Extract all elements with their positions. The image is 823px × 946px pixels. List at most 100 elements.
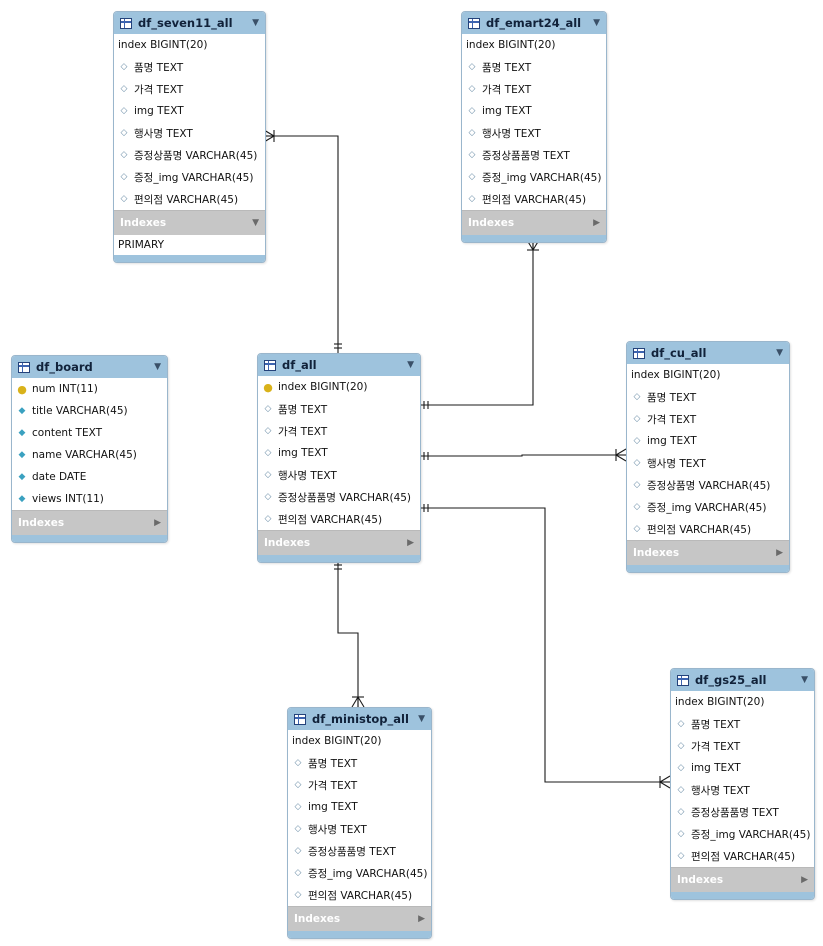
index-item[interactable]: PRIMARY bbox=[118, 239, 165, 251]
collapsed-triangle-icon[interactable]: ▶ bbox=[801, 875, 808, 885]
table-df-ministop-all[interactable]: df_ministop_all▼index BIGINT(20)◇품명 TEXT… bbox=[287, 707, 432, 939]
nullable-column-icon: ◇ bbox=[468, 150, 476, 160]
table-df-all[interactable]: df_all▼●index BIGINT(20)◇품명 TEXT◇가격 TEXT… bbox=[257, 353, 421, 563]
indexes-section-header[interactable]: Indexes▶ bbox=[288, 906, 431, 931]
column-row[interactable]: ◇행사명 TEXT bbox=[462, 122, 606, 144]
table-header[interactable]: df_cu_all▼ bbox=[627, 342, 789, 364]
column-row[interactable]: ◇증정_img VARCHAR(45) bbox=[627, 496, 789, 518]
column-row[interactable]: ◇증정_img VARCHAR(45) bbox=[288, 862, 431, 884]
indexes-section-header[interactable]: Indexes▶ bbox=[627, 540, 789, 565]
column-row[interactable]: index BIGINT(20) bbox=[288, 730, 431, 752]
column-row[interactable]: ◇img TEXT bbox=[114, 100, 265, 122]
nullable-column-icon: ◇ bbox=[468, 106, 476, 116]
column-row[interactable]: ◇가격 TEXT bbox=[114, 78, 265, 100]
column-label: 편의점 VARCHAR(45) bbox=[134, 193, 239, 206]
indexes-section-header[interactable]: Indexes▼ bbox=[114, 210, 265, 235]
nullable-column-icon: ◇ bbox=[120, 172, 128, 182]
table-df-cu-all[interactable]: df_cu_all▼index BIGINT(20)◇품명 TEXT◇가격 TE… bbox=[626, 341, 790, 573]
collapse-triangle-icon[interactable]: ▼ bbox=[593, 18, 600, 28]
column-row[interactable]: ◆date DATE bbox=[12, 466, 167, 488]
table-header[interactable]: df_seven11_all▼ bbox=[114, 12, 265, 34]
table-df-emart24-all[interactable]: df_emart24_all▼index BIGINT(20)◇품명 TEXT◇… bbox=[461, 11, 607, 243]
column-row[interactable]: ◇가격 TEXT bbox=[288, 774, 431, 796]
column-row[interactable]: ●index BIGINT(20) bbox=[258, 376, 420, 398]
column-row[interactable]: ◇품명 TEXT bbox=[258, 398, 420, 420]
column-row[interactable]: ◇행사명 TEXT bbox=[288, 818, 431, 840]
table-df-seven11-all[interactable]: df_seven11_all▼index BIGINT(20)◇품명 TEXT◇… bbox=[113, 11, 266, 263]
collapsed-triangle-icon[interactable]: ▶ bbox=[593, 218, 600, 228]
column-row[interactable]: ◇증정상품명 VARCHAR(45) bbox=[114, 144, 265, 166]
column-row[interactable]: ◇증정_img VARCHAR(45) bbox=[114, 166, 265, 188]
column-row[interactable]: ◆title VARCHAR(45) bbox=[12, 400, 167, 422]
column-row[interactable]: ◇가격 TEXT bbox=[671, 735, 814, 757]
indexes-label: Indexes bbox=[468, 217, 515, 229]
column-row[interactable]: ◇편의점 VARCHAR(45) bbox=[288, 884, 431, 906]
column-row[interactable]: ◇img TEXT bbox=[671, 757, 814, 779]
collapsed-triangle-icon[interactable]: ▶ bbox=[418, 914, 425, 924]
column-row[interactable]: ●num INT(11) bbox=[12, 378, 167, 400]
column-row[interactable]: index BIGINT(20) bbox=[671, 691, 814, 713]
column-label: 증정상품품명 TEXT bbox=[308, 845, 396, 858]
table-df-board[interactable]: df_board▼●num INT(11)◆title VARCHAR(45)◆… bbox=[11, 355, 168, 543]
nullable-column-icon: ◇ bbox=[633, 524, 641, 534]
column-row[interactable]: ◇img TEXT bbox=[627, 430, 789, 452]
column-row[interactable]: ◇증정상품명 VARCHAR(45) bbox=[627, 474, 789, 496]
table-df-gs25-all[interactable]: df_gs25_all▼index BIGINT(20)◇품명 TEXT◇가격 … bbox=[670, 668, 815, 900]
collapse-triangle-icon[interactable]: ▼ bbox=[418, 714, 425, 724]
column-row[interactable]: ◇편의점 VARCHAR(45) bbox=[627, 518, 789, 540]
nullable-column-icon: ◇ bbox=[633, 436, 641, 446]
table-header[interactable]: df_board▼ bbox=[12, 356, 167, 378]
collapsed-triangle-icon[interactable]: ▶ bbox=[407, 538, 414, 548]
column-row[interactable]: ◇행사명 TEXT bbox=[627, 452, 789, 474]
column-row[interactable]: ◇품명 TEXT bbox=[627, 386, 789, 408]
column-row[interactable]: ◇증정상품품명 TEXT bbox=[462, 144, 606, 166]
indexes-section-header[interactable]: Indexes▶ bbox=[258, 530, 420, 555]
table-header[interactable]: df_gs25_all▼ bbox=[671, 669, 814, 691]
column-label: 편의점 VARCHAR(45) bbox=[482, 193, 587, 206]
column-row[interactable]: ◇행사명 TEXT bbox=[258, 464, 420, 486]
nullable-column-icon: ◇ bbox=[264, 514, 272, 524]
column-row[interactable]: ◆name VARCHAR(45) bbox=[12, 444, 167, 466]
collapsed-triangle-icon[interactable]: ▶ bbox=[154, 518, 161, 528]
column-row[interactable]: ◇편의점 VARCHAR(45) bbox=[671, 845, 814, 867]
column-row[interactable]: ◇가격 TEXT bbox=[258, 420, 420, 442]
column-row[interactable]: ◇편의점 VARCHAR(45) bbox=[258, 508, 420, 530]
collapse-triangle-icon[interactable]: ▼ bbox=[407, 360, 414, 370]
column-row[interactable]: index BIGINT(20) bbox=[627, 364, 789, 386]
column-row[interactable]: ◇가격 TEXT bbox=[627, 408, 789, 430]
collapse-triangle-icon[interactable]: ▼ bbox=[776, 348, 783, 358]
column-row[interactable]: ◇증정상품품명 TEXT bbox=[288, 840, 431, 862]
indexes-section-header[interactable]: Indexes ▶ bbox=[462, 210, 606, 235]
column-row[interactable]: ◇품명 TEXT bbox=[462, 56, 606, 78]
column-row[interactable]: ◆views INT(11) bbox=[12, 488, 167, 510]
column-row[interactable]: ◇가격 TEXT bbox=[462, 78, 606, 100]
table-icon bbox=[633, 347, 645, 359]
column-row[interactable]: ◇증정_img VARCHAR(45) bbox=[671, 823, 814, 845]
column-row[interactable]: ◇품명 TEXT bbox=[114, 56, 265, 78]
column-row[interactable]: ◇편의점 VARCHAR(45) bbox=[114, 188, 265, 210]
collapse-triangle-icon[interactable]: ▼ bbox=[252, 18, 259, 28]
table-header[interactable]: df_ministop_all▼ bbox=[288, 708, 431, 730]
indexes-section-header[interactable]: Indexes▶ bbox=[671, 867, 814, 892]
collapsed-triangle-icon[interactable]: ▶ bbox=[776, 548, 783, 558]
column-row[interactable]: ◇행사명 TEXT bbox=[671, 779, 814, 801]
column-row[interactable]: ◇img TEXT bbox=[258, 442, 420, 464]
column-row[interactable]: ◇증정상품품명 TEXT bbox=[671, 801, 814, 823]
column-row[interactable]: ◇증정_img VARCHAR(45) bbox=[462, 166, 606, 188]
table-header[interactable]: df_emart24_all▼ bbox=[462, 12, 606, 34]
column-row[interactable]: ◇증정상품품명 VARCHAR(45) bbox=[258, 486, 420, 508]
column-row[interactable]: ◇편의점 VARCHAR(45) bbox=[462, 188, 606, 210]
column-row[interactable]: ◇img TEXT bbox=[462, 100, 606, 122]
column-row[interactable]: ◇품명 TEXT bbox=[288, 752, 431, 774]
column-row[interactable]: ◆content TEXT bbox=[12, 422, 167, 444]
collapse-triangle-icon[interactable]: ▼ bbox=[154, 362, 161, 372]
column-row[interactable]: ◇img TEXT bbox=[288, 796, 431, 818]
table-header[interactable]: df_all▼ bbox=[258, 354, 420, 376]
collapse-triangle-icon[interactable]: ▼ bbox=[801, 675, 808, 685]
column-row[interactable]: index BIGINT(20) bbox=[462, 34, 606, 56]
column-row[interactable]: ◇품명 TEXT bbox=[671, 713, 814, 735]
column-row[interactable]: ◇행사명 TEXT bbox=[114, 122, 265, 144]
column-row[interactable]: index BIGINT(20) bbox=[114, 34, 265, 56]
expanded-triangle-icon[interactable]: ▼ bbox=[252, 218, 259, 228]
indexes-section-header[interactable]: Indexes▶ bbox=[12, 510, 167, 535]
